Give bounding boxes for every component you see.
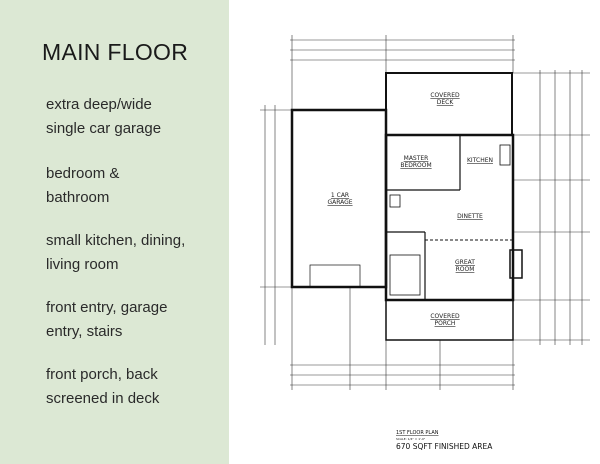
feature-bedroom: bedroom & bathroom xyxy=(46,165,120,206)
dimension-lines xyxy=(260,35,590,390)
plan-scale: SCALE: 1/4" = 1'-0" xyxy=(396,437,426,441)
feature-porch: front porch, back screened in deck xyxy=(46,366,160,407)
slide-title: MAIN FLOOR xyxy=(42,39,189,65)
plan-caption: 1ST FLOOR PLAN xyxy=(396,430,439,436)
feature-entry: front entry, garage entry, stairs xyxy=(46,299,168,340)
room-kitchen: KITCHEN xyxy=(467,157,493,164)
room-deck: COVERED xyxy=(430,92,460,99)
plan-area: 670 SQFT FINISHED AREA xyxy=(396,442,493,451)
text-panel xyxy=(0,0,229,464)
room-dinette: DINETTE xyxy=(457,213,483,220)
feature-living: small kitchen, dining, living room xyxy=(46,232,186,273)
feature-garage: extra deep/wide single car garage xyxy=(46,96,162,137)
walls xyxy=(290,72,523,341)
